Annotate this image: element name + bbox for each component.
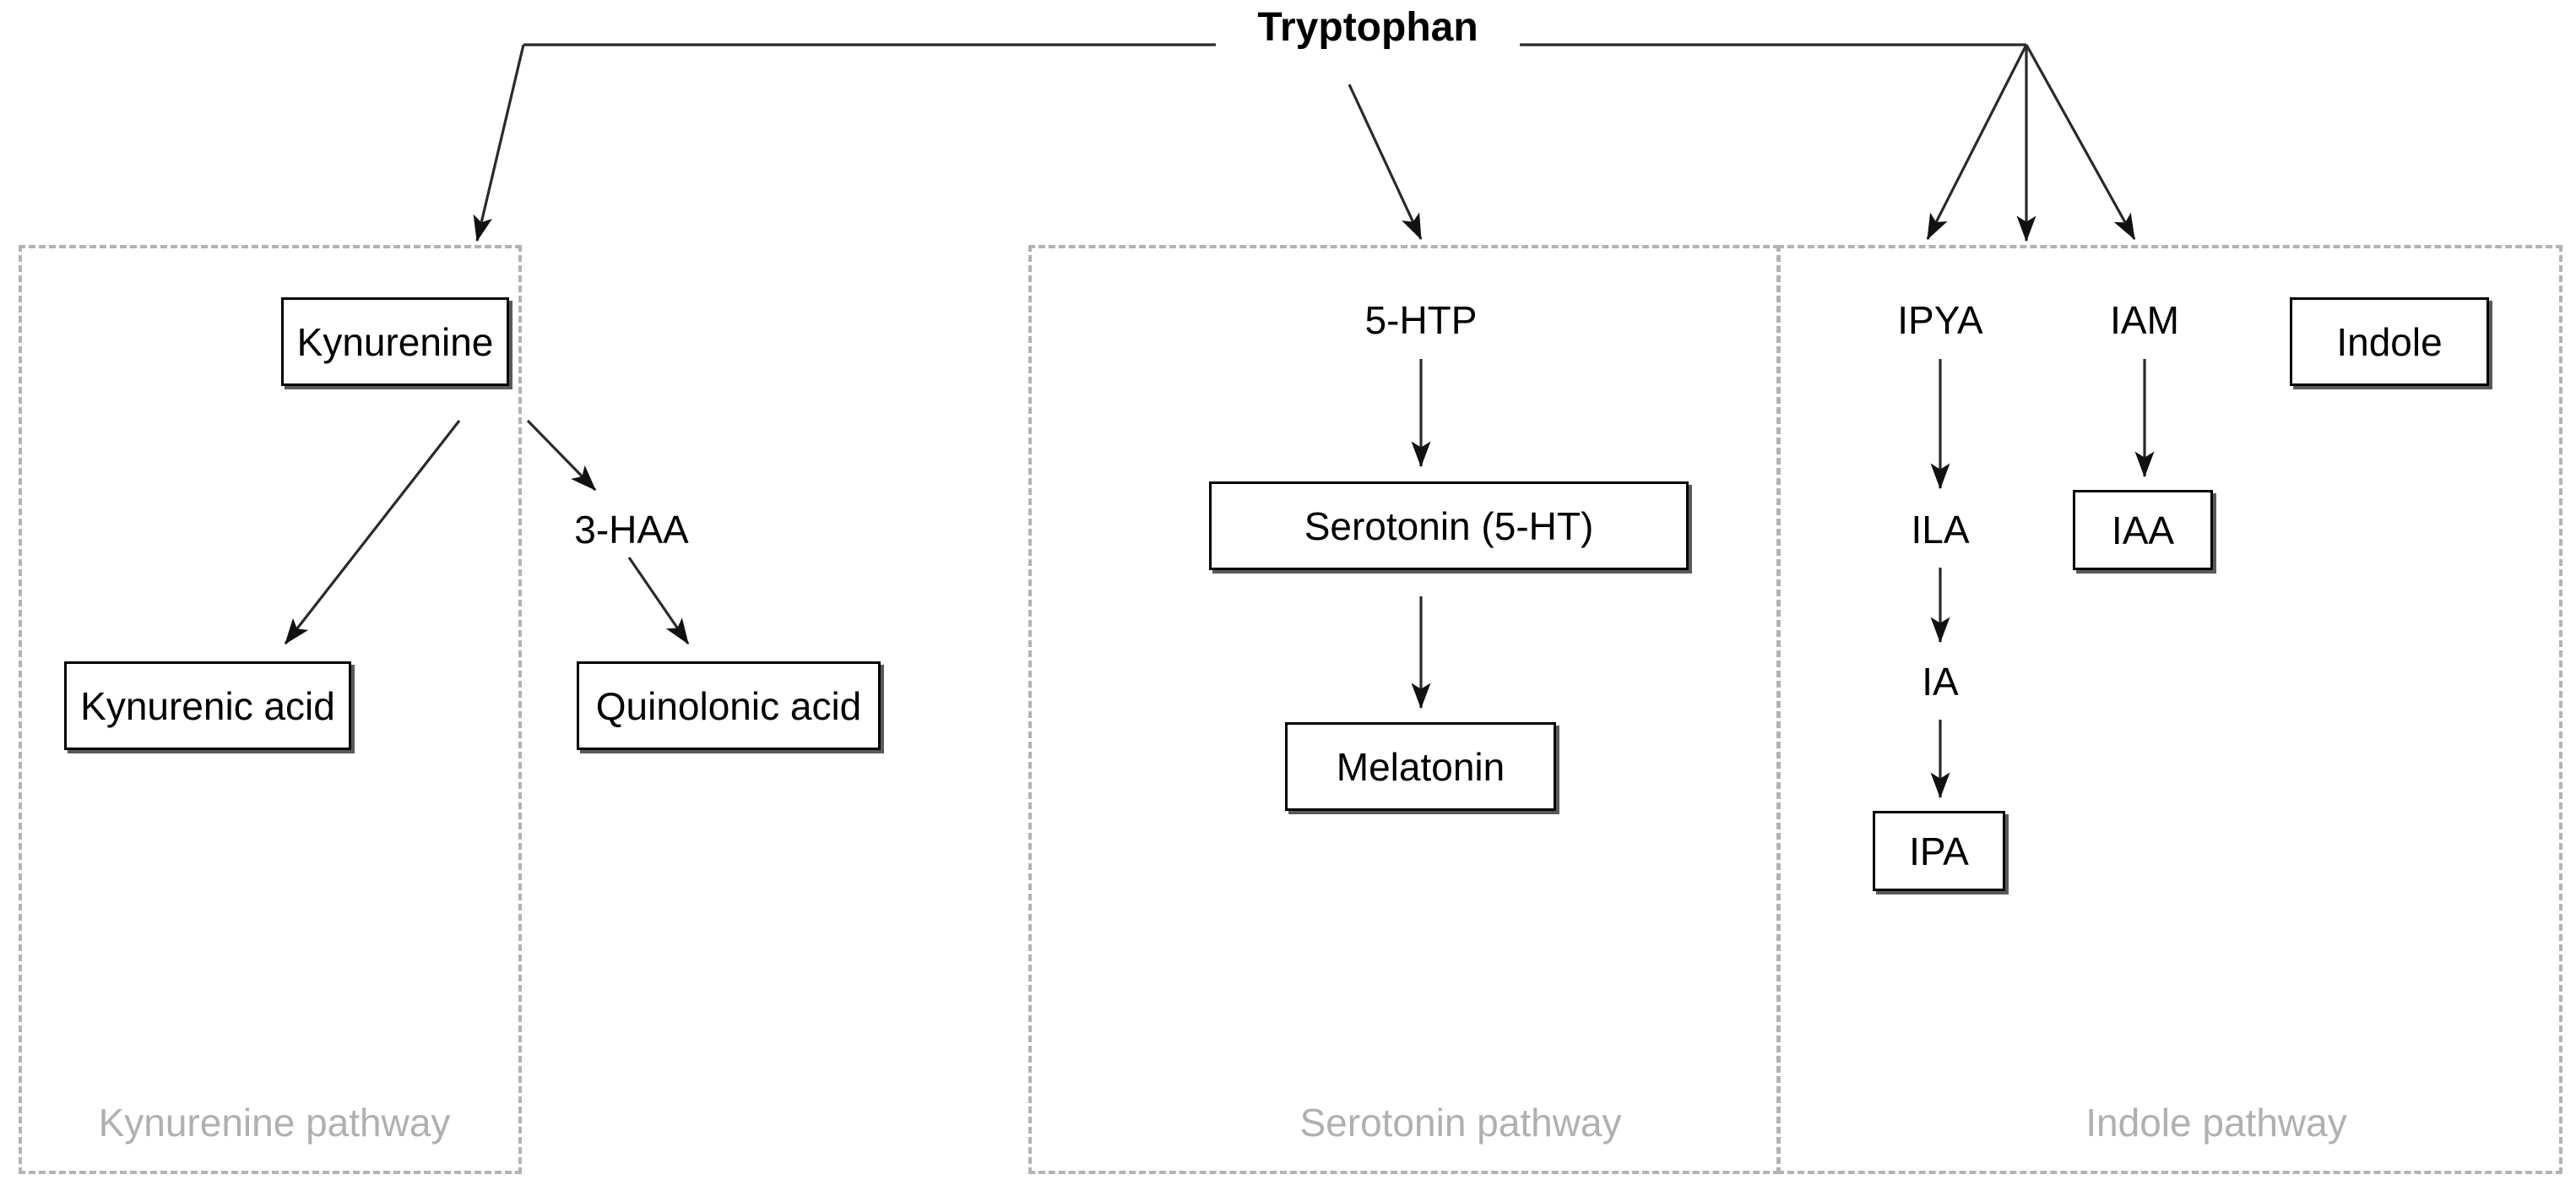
node-ia[interactable]: IA — [1922, 660, 1959, 704]
pathway-caption-serotonin: Serotonin pathway — [1299, 1101, 1622, 1145]
edge-kynurenine-3haa — [526, 419, 597, 492]
node-5-htp[interactable]: 5-HTP — [1364, 298, 1478, 342]
pathway-caption-kynurenine: Kynurenine pathway — [98, 1101, 451, 1145]
pathway-group-kynurenine — [19, 245, 522, 1174]
pathway-group-serotonin — [1028, 245, 1780, 1174]
node-ila[interactable]: ILA — [1911, 508, 1970, 552]
node-kynurenine[interactable]: Kynurenine — [281, 297, 509, 386]
edge-tryptophan-kynurenine — [473, 44, 525, 242]
node-3-haa[interactable]: 3-HAA — [574, 508, 689, 552]
edge-tryptophan-ipya — [1926, 44, 2028, 241]
edge-tryptophan-indole — [2025, 44, 2136, 241]
edge-tryptophan-5htp — [1348, 84, 1423, 241]
node-iaa[interactable]: IAA — [2073, 490, 2213, 570]
node-kynurenic-acid[interactable]: Kynurenic acid — [64, 661, 351, 750]
node-ipya[interactable]: IPYA — [1897, 298, 1983, 342]
root-node-tryptophan: Tryptophan — [1257, 5, 1478, 50]
edge-3haa-quinolonic-acid — [627, 557, 690, 645]
node-melatonin[interactable]: Melatonin — [1285, 722, 1556, 811]
node-iam[interactable]: IAM — [2110, 298, 2179, 342]
pathway-group-indole — [1777, 245, 2562, 1174]
node-serotonin[interactable]: Serotonin (5-HT) — [1209, 481, 1689, 570]
node-indole[interactable]: Indole — [2290, 297, 2489, 386]
node-quinolonic-acid[interactable]: Quinolonic acid — [577, 661, 881, 750]
node-ipa[interactable]: IPA — [1873, 811, 2005, 891]
pathway-caption-indole: Indole pathway — [2085, 1101, 2347, 1145]
